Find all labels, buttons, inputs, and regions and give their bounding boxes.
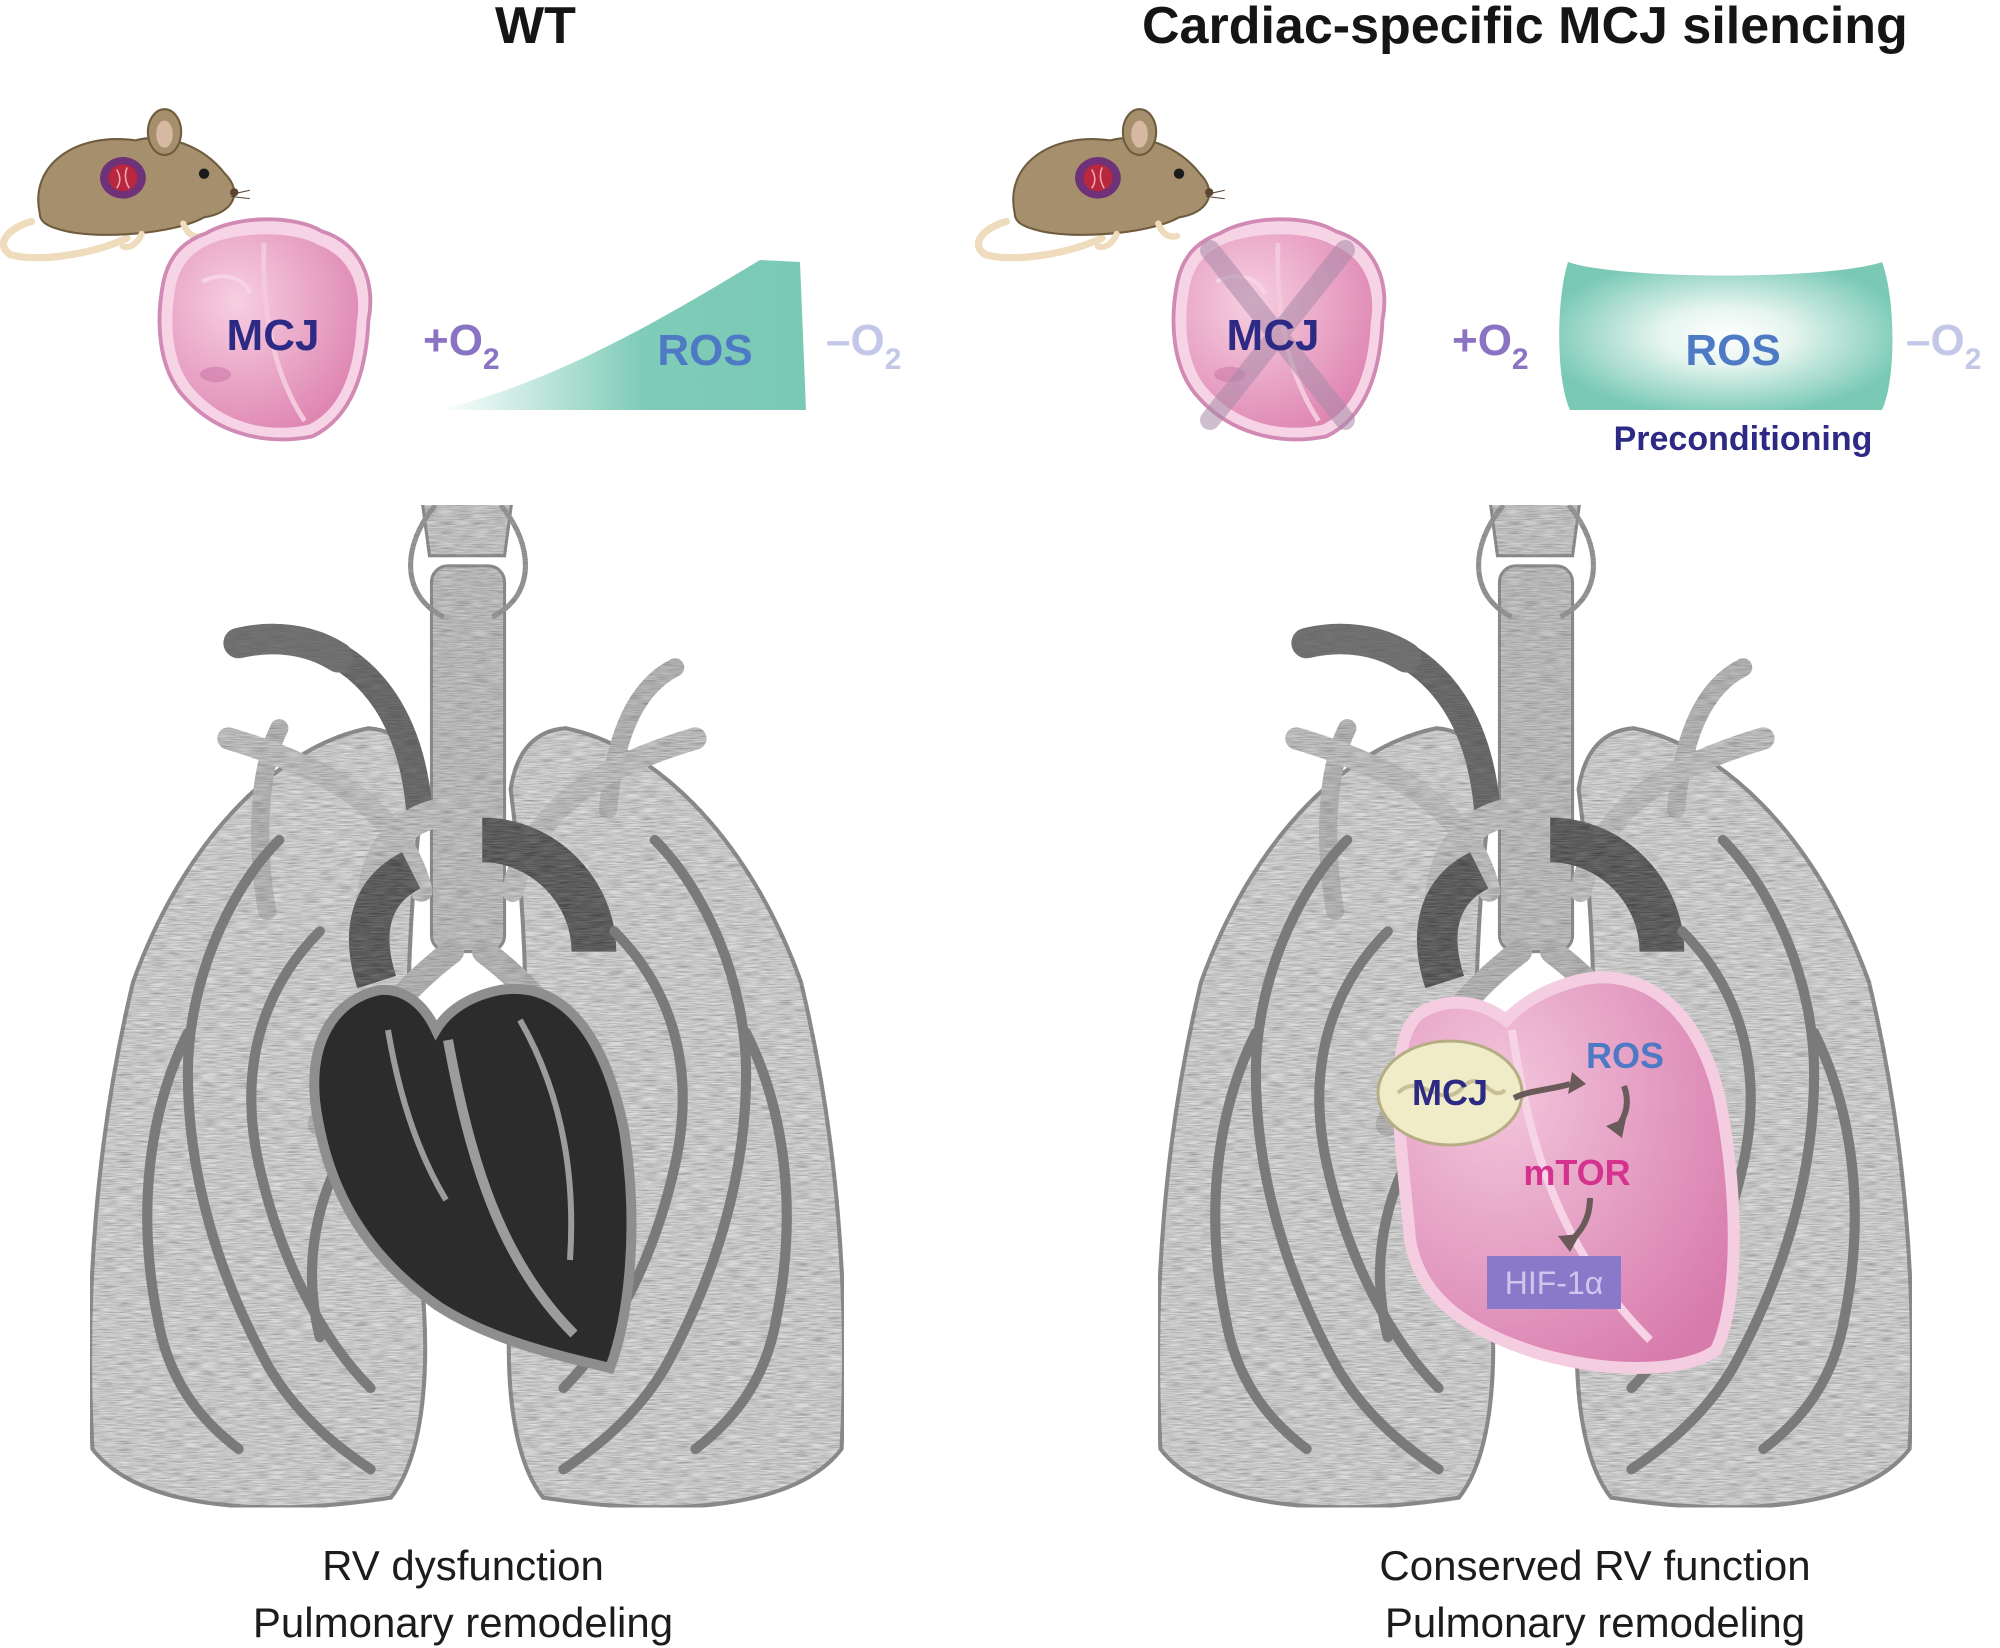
arrowhead-icon — [1558, 1234, 1580, 1252]
mcj-silencing-panel: MCJ +O2 ROS –O2 Preconditioning MCJ ROS … — [978, 109, 1981, 1646]
wt-ros-label: ROS — [657, 326, 752, 375]
silenced-outcome-line-1: Conserved RV function — [1379, 1542, 1810, 1589]
pathway-hif: HIF-1α — [1505, 1265, 1604, 1301]
wt-ros-ramp — [440, 260, 806, 410]
panel-title-wt: WT — [495, 0, 576, 55]
wt-oxygen-minus: –O2 — [826, 316, 901, 376]
crossed-out-mark — [1200, 240, 1355, 430]
silenced-outcome-line-2: Pulmonary remodeling — [1385, 1599, 1805, 1646]
panel-title-mcj-silencing: Cardiac-specific MCJ silencing — [1142, 0, 1908, 55]
preconditioning-label: Preconditioning — [1614, 420, 1873, 458]
pathway-mtor: mTOR — [1523, 1152, 1630, 1193]
mitochondrion-cristae — [1396, 1079, 1507, 1098]
silenced-oxygen-minus: –O2 — [1906, 316, 1981, 376]
wt-outcome-line-2: Pulmonary remodeling — [253, 1599, 673, 1646]
silenced-ros-plateau — [1559, 262, 1893, 410]
wt-dark-heart — [309, 983, 637, 1374]
silenced-ros-label: ROS — [1685, 326, 1780, 375]
wt-oxygen-plus: +O2 — [423, 316, 500, 376]
wt-mcj-label: MCJ — [227, 311, 320, 360]
pathway-ros: ROS — [1586, 1035, 1664, 1076]
silenced-oxygen-plus: +O2 — [1452, 316, 1529, 376]
wt-panel: MCJ +O2 ROS –O2 RV dysfunction Pulmonary… — [3, 109, 901, 1646]
mouse-icon — [978, 109, 1224, 258]
arrowhead-icon — [1568, 1072, 1586, 1094]
silenced-mcj-label: MCJ — [1227, 311, 1320, 360]
pink-heart-pathway: MCJ ROS mTOR HIF-1α — [1376, 971, 1740, 1374]
arrow-mcj-to-ros — [1512, 1081, 1571, 1101]
arrowhead-icon — [1606, 1118, 1626, 1138]
wt-outcome-line-1: RV dysfunction — [322, 1542, 604, 1589]
hif-box — [1487, 1256, 1621, 1309]
pathway-mcj: MCJ — [1412, 1072, 1488, 1113]
